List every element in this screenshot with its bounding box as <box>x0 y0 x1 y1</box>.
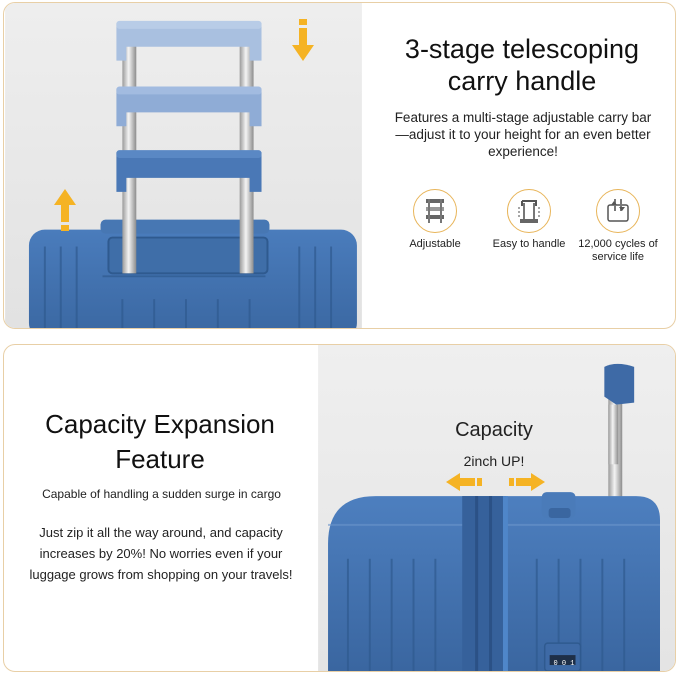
feature-adjustable: Adjustable <box>383 189 487 251</box>
easy-handle-icon <box>507 189 551 233</box>
feature-easy-to-handle: Easy to handle <box>477 189 581 251</box>
photo-capacity-label: Capacity <box>455 419 533 441</box>
handle-description: Features a multi-stage adjustable carry … <box>394 110 652 159</box>
arrow-right-icon <box>509 473 545 491</box>
capacity-description: Just zip it all the way around, and capa… <box>29 525 293 582</box>
arrow-down-icon <box>292 19 314 61</box>
lock-code-display: 0 0 1 <box>553 660 575 668</box>
handle-title: 3-stage telescoping carry handle <box>404 34 640 96</box>
photo-expansion-label: 2inch UP! <box>463 453 525 469</box>
capacity-subtitle: Capable of handling a sudden surge in ca… <box>42 487 281 501</box>
arrow-left-icon <box>446 473 482 491</box>
feature-label: 12,000 cycles of service life <box>578 238 658 263</box>
adjustable-handle-icon <box>413 189 457 233</box>
capacity-expansion-panel: Capacity Expansion Feature Capable of ha… <box>3 344 676 672</box>
expansion-zipper-photo <box>318 345 675 671</box>
feature-service-life: 12,000 cycles of service life <box>566 189 670 264</box>
capacity-title: Capacity Expansion Feature <box>45 409 275 474</box>
arrow-up-icon <box>54 189 76 231</box>
feature-label: Adjustable <box>409 238 461 250</box>
feature-label: Easy to handle <box>492 238 566 250</box>
telescoping-handle-panel: 3-stage telescoping carry handle Feature… <box>3 2 676 329</box>
cycles-icon <box>596 189 640 233</box>
